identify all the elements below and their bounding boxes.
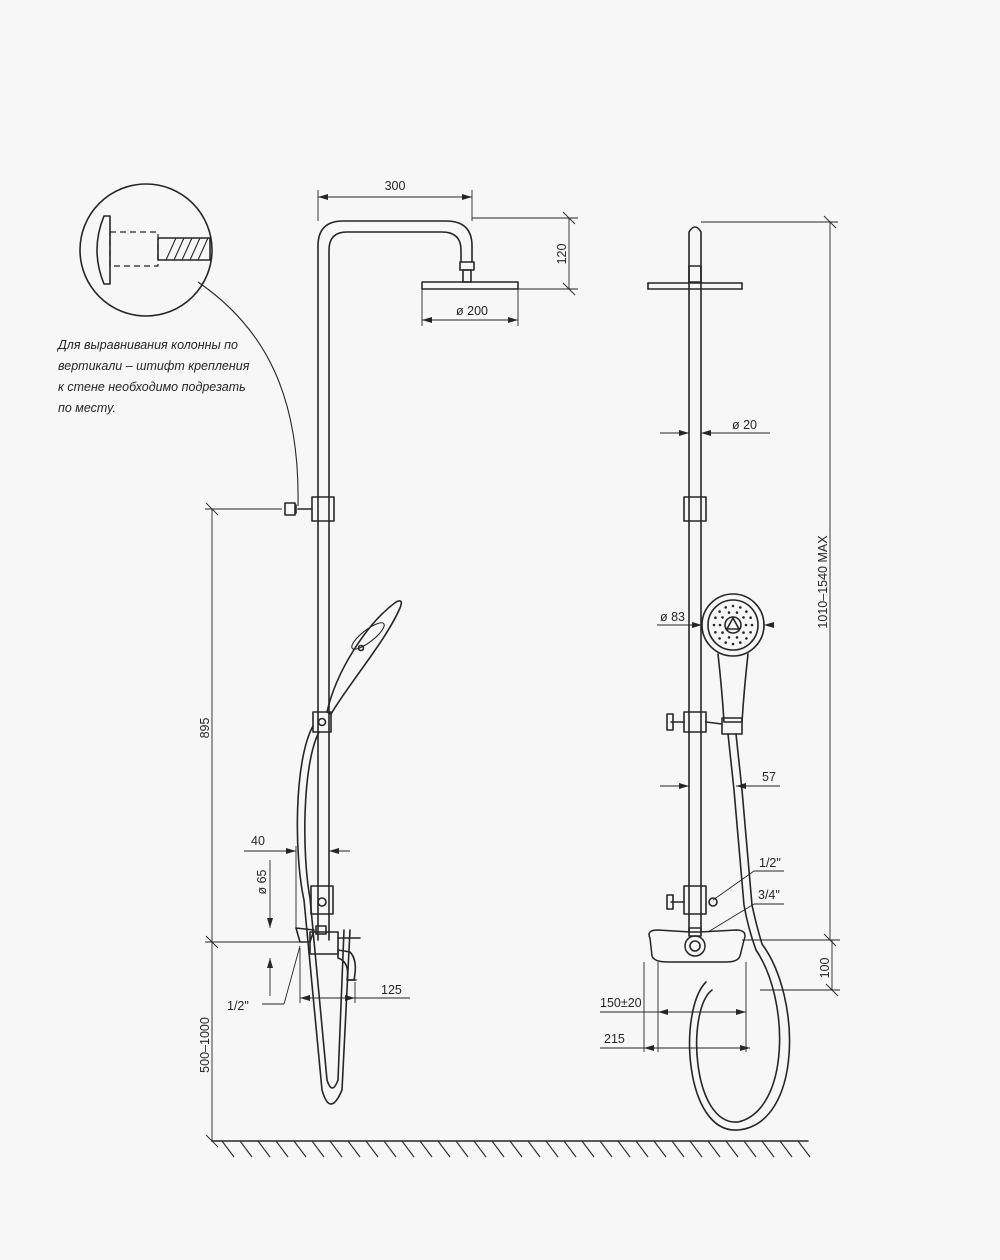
hand-shower-side [326,600,403,715]
dim-inlet-right-half: 1/2" [759,856,781,870]
dim-holder-depth: 57 [762,770,776,784]
mixer-side [309,931,339,955]
dim-mixer-height: 100 [818,958,832,979]
detail-circle [79,183,213,317]
side-view [284,220,519,1105]
dim-bar-diameter: ø 20 [732,418,757,432]
note-line-2: вертикали – штифт крепления [58,359,250,373]
front-view [647,226,791,1131]
dimensions: 300 120 ø 200 ø 20 1010–1540 MAX ø [198,179,840,1148]
dim-inlet-left: 1/2" [227,999,249,1013]
dim-inlet-right-threequarter: 3/4" [758,888,780,902]
dim-total-height: 1010–1540 MAX [816,535,830,629]
front-bracket [683,496,707,522]
dim-arm-length: 300 [385,179,406,193]
note-line-4: по месту. [58,401,116,415]
dim-spout-length: 125 [381,983,402,997]
hand-shower-front [701,593,765,735]
dim-head-diameter: ø 200 [456,304,488,318]
slide-holder [312,711,332,733]
dim-hand-diameter: ø 83 [660,610,685,624]
dim-bracket-height: 895 [198,718,212,739]
mounting-note: Для выравнивания колонны по вертикали – … [56,338,250,415]
lower-connector [310,885,334,915]
dim-spout-offset: 40 [251,834,265,848]
dim-bottom-range: 500–1000 [198,1017,212,1073]
dim-mixer-diameter: ø 65 [255,869,269,894]
note-line-3: к стене необходимо подрезать [58,380,246,394]
dim-mixer-width: 215 [604,1032,625,1046]
detail-callout [79,183,299,507]
floor [211,1140,811,1158]
dim-centers: 150±20 [600,996,642,1010]
wall-bracket [311,496,335,522]
dim-head-height: 120 [555,244,569,265]
note-line-1: Для выравнивания колонны по [56,338,238,352]
